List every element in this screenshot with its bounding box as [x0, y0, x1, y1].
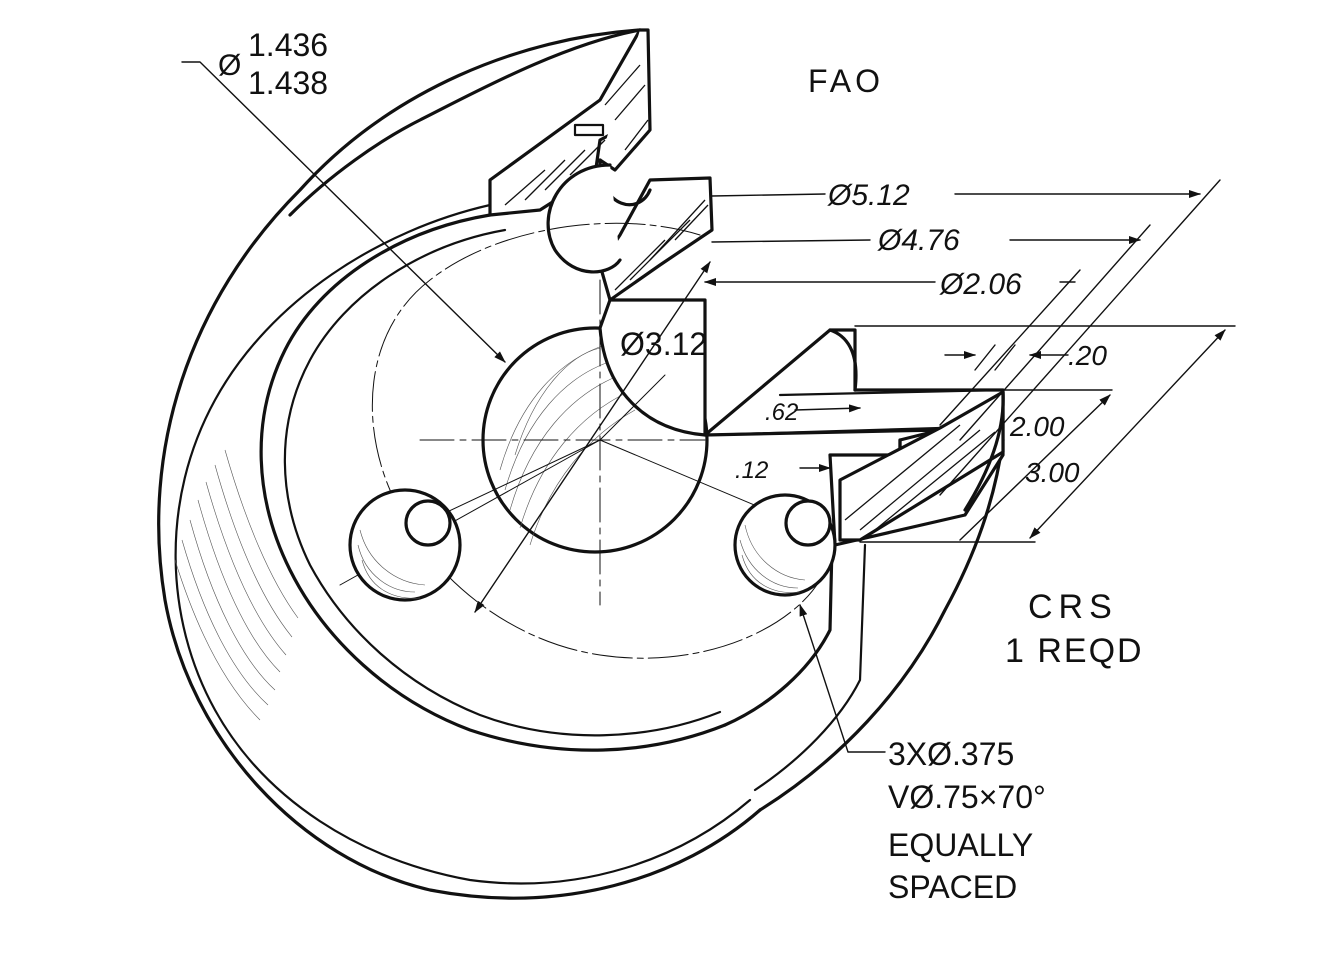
dimension-lines — [181, 61, 1236, 753]
dim-300: 3.00 — [1025, 457, 1080, 488]
outer-cylinder — [157, 28, 1005, 900]
cylinder-shading — [174, 449, 299, 721]
note-material: CRS — [1028, 588, 1118, 626]
hole-note-line-4: SPACED — [888, 869, 1017, 905]
dim-012: .12 — [735, 457, 768, 484]
bore-diameter-dim: Ø 1.436 1.438 — [218, 27, 328, 101]
bore-lower-limit: 1.438 — [248, 65, 328, 101]
dim-dia-512: Ø5.12 — [827, 179, 910, 212]
note-quantity: 1 REQD — [1005, 632, 1144, 670]
note-fao: FAO — [808, 63, 884, 99]
dim-dia-206: Ø2.06 — [939, 268, 1022, 301]
step-section-cut — [546, 158, 714, 302]
dim-200: 2.00 — [1009, 411, 1065, 442]
hole-right — [733, 493, 837, 597]
hole-left — [348, 488, 462, 602]
hole-note-line-1: 3XØ.375 — [888, 736, 1014, 772]
bore-upper-limit: 1.436 — [248, 27, 328, 63]
dim-dia-476: Ø4.76 — [877, 224, 960, 257]
hole-note-line-3: EQUALLY — [888, 827, 1033, 863]
dim-062: .62 — [765, 399, 798, 426]
top-section-cut — [488, 28, 652, 217]
dim-020: .20 — [1068, 340, 1107, 371]
dim-symbol: Ø — [218, 49, 241, 82]
dim-dia-312: Ø3.12 — [620, 326, 707, 362]
hole-callout: 3XØ.375 VØ.75×70° EQUALLY SPACED — [888, 736, 1046, 905]
hole-note-line-2: VØ.75×70° — [888, 779, 1046, 815]
